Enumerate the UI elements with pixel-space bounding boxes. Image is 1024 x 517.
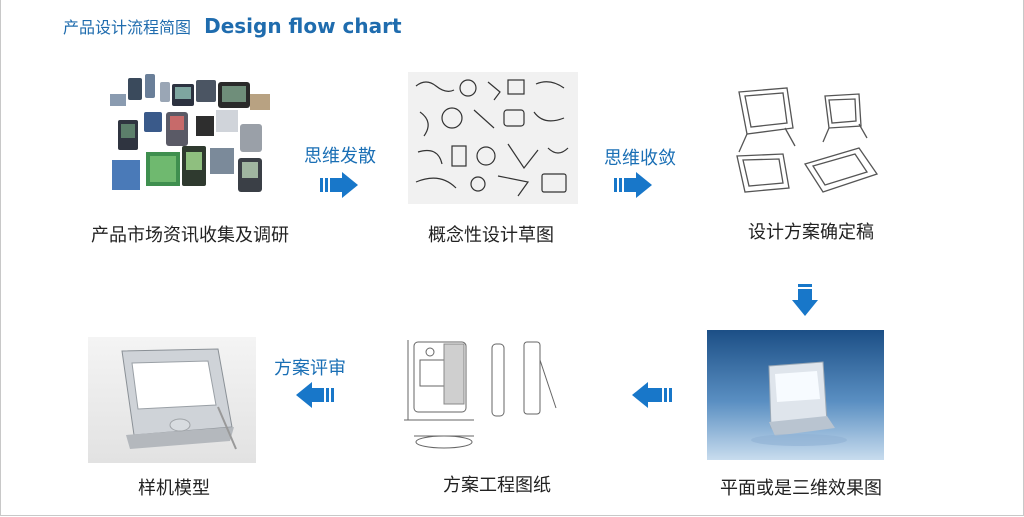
stage-image-concept-sketches	[408, 72, 578, 204]
stage-caption: 设计方案确定稿	[748, 222, 874, 243]
arrow-left-icon	[296, 382, 334, 408]
title-chinese: 产品设计流程简图	[63, 18, 192, 37]
arrow-label-review: 方案评审	[274, 358, 346, 379]
title-english: Design flow chart	[204, 14, 402, 38]
arrow-label-convergent: 思维收敛	[604, 148, 676, 169]
arrow-down-icon	[792, 284, 818, 316]
arrow-label-divergent: 思维发散	[304, 146, 376, 167]
stage-caption: 概念性设计草图	[428, 225, 554, 246]
arrow-right-icon	[320, 172, 358, 198]
stage-image-design-draft	[725, 80, 890, 208]
stage-image-market-research	[100, 72, 280, 202]
page-title: 产品设计流程简图 Design flow chart	[63, 14, 402, 38]
stage-image-prototype-model	[88, 337, 256, 463]
arrow-right-icon	[614, 172, 652, 198]
stage-image-engineering-drawings	[400, 330, 575, 460]
stage-caption: 样机模型	[138, 478, 210, 499]
stage-caption: 平面或是三维效果图	[720, 478, 882, 499]
stage-caption: 方案工程图纸	[443, 475, 551, 496]
stage-caption: 产品市场资讯收集及调研	[91, 225, 289, 246]
arrow-left-icon	[632, 382, 672, 408]
stage-image-3d-render	[707, 330, 884, 460]
